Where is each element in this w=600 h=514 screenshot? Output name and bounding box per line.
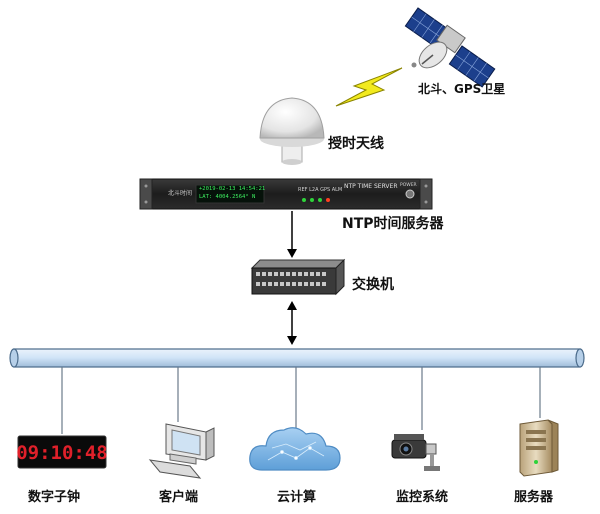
server-model-text: NTP TIME SERVER [344,183,398,190]
network-bus [9,348,585,368]
server-indicator-labels: REF L2A GPS ALM [298,187,343,193]
network-switch-icon [250,258,346,296]
satellite-label: 北斗、GPS卫星 [418,82,506,96]
client-computer-icon [148,423,215,479]
server-tower-icon [519,419,559,477]
device-label-cloud: 云计算 [277,490,317,505]
ntp-server-label: NTP时间服务器 [342,216,444,232]
ntp-server-device [139,178,433,210]
antenna-label: 授时天线 [328,136,384,152]
device-label-client: 客户端 [159,490,199,505]
clock-digits: 09:10:48 [16,442,108,464]
device-label-digital-clock: 数字子钟 [28,490,81,505]
bus-drop-lines [61,367,541,434]
signal-lightning-icon [335,67,403,107]
digital-clock-icon: 09:10:48 [16,435,108,469]
satellite-icon [404,7,496,88]
device-label-monitor: 监控系统 [396,490,449,505]
server-brand-text: 北斗时间 [168,190,193,197]
surveillance-camera-icon [391,434,440,471]
device-label-server: 服务器 [514,490,554,505]
switch-label: 交换机 [352,277,394,293]
gps-antenna-icon [259,97,325,165]
server-display-line1: +2019-02-13 14:54:21 [199,186,266,192]
cloud-computing-icon [249,427,341,471]
server-display-line2: LAT: 4004.2564° N [199,194,256,200]
server-power-label: POWER [400,183,417,188]
